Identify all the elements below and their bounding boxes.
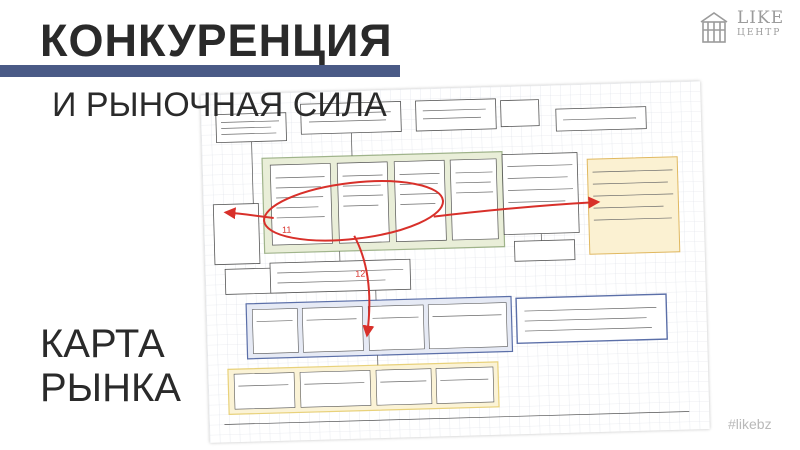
slide-subtitle: И РЫНОЧНАЯ СИЛА bbox=[52, 86, 387, 124]
map-annotation-number: 11 bbox=[282, 225, 292, 235]
market-map-image: 11 12 bbox=[200, 81, 710, 443]
map-middle-box bbox=[269, 258, 412, 294]
map-right-boxes bbox=[501, 152, 681, 262]
map-blue-cluster bbox=[245, 293, 668, 360]
side-title-line2: РЫНКА bbox=[40, 366, 181, 410]
logo-word-center: ЦЕНТР bbox=[737, 28, 782, 38]
logo-word-like: LIKE bbox=[737, 8, 785, 28]
logo-wordmark: LIKE ЦЕНТР bbox=[737, 10, 784, 38]
side-title: КАРТА РЫНКА bbox=[40, 322, 181, 410]
map-green-cluster bbox=[261, 151, 506, 254]
map-annotation-numbers: 11 12 bbox=[282, 225, 366, 279]
title-accent-bar bbox=[0, 65, 400, 77]
hashtag-label: #likebz bbox=[728, 416, 772, 432]
like-center-logo-icon bbox=[700, 12, 728, 43]
map-yellow-cluster bbox=[227, 361, 500, 415]
slide-title: КОНКУРЕНЦИЯ bbox=[40, 15, 393, 66]
map-annotation-number: 12 bbox=[355, 269, 365, 279]
map-red-annotations bbox=[223, 180, 601, 338]
side-title-line1: КАРТА bbox=[40, 322, 165, 366]
market-map-diagram: 11 12 bbox=[200, 81, 710, 443]
map-connectors bbox=[224, 132, 690, 425]
